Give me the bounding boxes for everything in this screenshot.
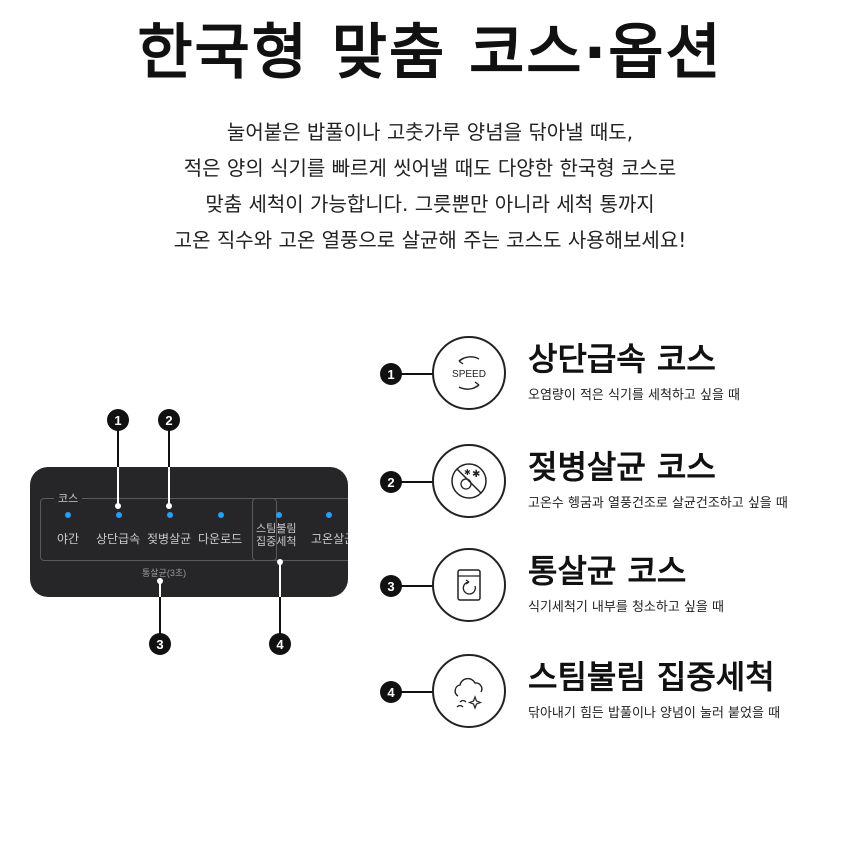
feature-steam-soak: 4 스팀불림 집중세척 닦아내기 힘든 밥풀이나 양념이 눌러 붙었을 때	[380, 652, 850, 732]
callout-4-badge: 4	[269, 633, 291, 655]
description-line: 고온 직수와 고온 열풍으로 살균해 주는 코스도 사용해보세요!	[173, 228, 687, 252]
panel-button-steam-soak[interactable]: 스팀불림 집중세척	[256, 523, 297, 548]
callout-line	[168, 467, 170, 506]
callout-line	[159, 580, 161, 597]
led-indicator	[116, 512, 122, 518]
description: 눌어붙은 밥풀이나 고춧가루 양념을 닦아낼 때도, 적은 양의 식기를 빠르게…	[0, 114, 860, 258]
feature-title: 스팀불림 집중세척	[528, 658, 775, 696]
panel-button-night[interactable]: 야간	[57, 532, 80, 546]
callout-line	[279, 561, 281, 597]
feature-title: 상단급속 코스	[528, 340, 716, 378]
feature-number-badge: 3	[380, 575, 402, 597]
feature-subtitle: 고온수 헹굼과 열풍건조로 살균건조하고 싶을 때	[528, 496, 788, 511]
callout-line	[279, 597, 281, 634]
feature-bottle-sterilize: 2 ✱ ✱ 젖병살균 코스 고온수 헹굼과 열풍건조로 살균건조하고 싶을 때	[380, 442, 850, 522]
feature-number-badge: 4	[380, 681, 402, 703]
panel-button-upper-speed[interactable]: 상단급속	[96, 532, 141, 546]
feature-title: 젖병살균 코스	[528, 448, 716, 486]
panel-button-high-temp-sterilize[interactable]: 고온살균	[311, 532, 348, 546]
course-group-box	[40, 498, 277, 561]
feature-upper-speed: 1 SPEED 상단급속 코스 오염량이 적은 식기를 세척하고 싶을 때	[380, 334, 850, 414]
speed-icon: SPEED	[432, 336, 506, 410]
callout-line	[168, 430, 170, 467]
svg-text:✱: ✱	[472, 469, 480, 480]
svg-text:✱: ✱	[464, 468, 471, 477]
panel-button-download[interactable]: 다운로드	[198, 532, 243, 546]
callout-line	[117, 467, 119, 506]
led-indicator	[326, 512, 332, 518]
callout-dot	[115, 503, 121, 509]
tub-clean-icon	[432, 548, 506, 622]
description-line: 적은 양의 식기를 빠르게 씻어낼 때도 다양한 한국형 코스로	[183, 156, 677, 180]
callout-2-badge: 2	[158, 409, 180, 431]
led-indicator	[218, 512, 224, 518]
page-title: 한국형 맞춤 코스·옵션	[137, 18, 723, 88]
callout-line	[117, 430, 119, 467]
connector-line	[400, 585, 434, 587]
feature-subtitle: 닦아내기 힘든 밥풀이나 양념이 눌러 붙었을 때	[528, 706, 781, 721]
callout-1-badge: 1	[107, 409, 129, 431]
connector-line	[400, 373, 434, 375]
panel-button-bottle-sterilize[interactable]: 젖병살균	[147, 532, 192, 546]
feature-tub-clean: 3 통살균 코스 식기세척기 내부를 청소하고 싶을 때	[380, 546, 850, 626]
tub-sterilize-label: 통살균(3초)	[142, 568, 187, 578]
connector-line	[400, 691, 434, 693]
callout-line	[159, 597, 161, 634]
feature-number-badge: 1	[380, 363, 402, 385]
connector-line	[400, 481, 434, 483]
steam-soak-icon	[432, 654, 506, 728]
description-line: 맞춤 세척이 가능합니다. 그릇뿐만 아니라 세척 통까지	[205, 192, 655, 216]
option-group-box	[252, 498, 348, 561]
feature-subtitle: 식기세척기 내부를 청소하고 싶을 때	[528, 600, 724, 615]
feature-number-badge: 2	[380, 471, 402, 493]
course-group-label: 코스	[54, 490, 83, 506]
bottle-sterilize-icon: ✱ ✱	[432, 444, 506, 518]
feature-subtitle: 오염량이 적은 식기를 세척하고 싶을 때	[528, 388, 741, 403]
led-indicator	[65, 512, 71, 518]
speed-icon-text: SPEED	[452, 369, 486, 380]
feature-title: 통살균 코스	[528, 552, 687, 590]
callout-dot	[166, 503, 172, 509]
led-indicator	[276, 512, 282, 518]
led-indicator	[167, 512, 173, 518]
callout-3-badge: 3	[149, 633, 171, 655]
description-line: 눌어붙은 밥풀이나 고춧가루 양념을 닦아낼 때도,	[226, 120, 634, 144]
control-panel: 코스 야간 상단급속 젖병살균 다운로드 스팀불림 집중세척 고온살균 통살균(…	[30, 467, 348, 597]
